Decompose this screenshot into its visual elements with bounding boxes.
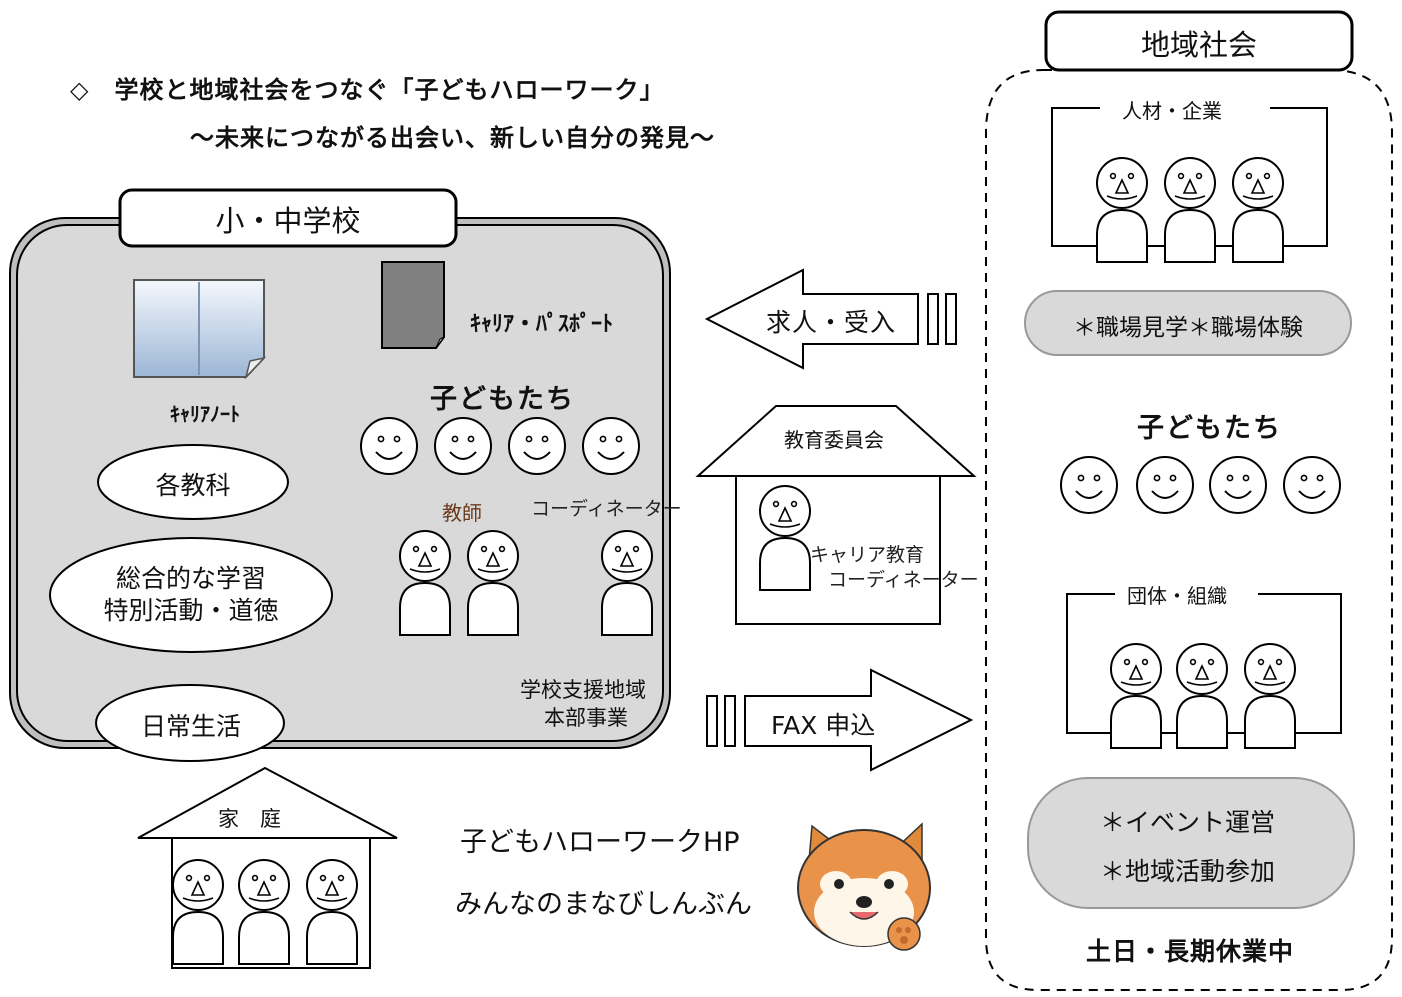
support-line2: 本部事業 — [544, 706, 628, 730]
home-label: 家 庭 — [218, 807, 281, 831]
left-arrow — [704, 268, 957, 370]
coordinator-label: コーディネーター — [531, 498, 682, 520]
school-title-box — [118, 188, 458, 248]
school-children-label: 子どもたち — [430, 384, 575, 415]
talent-figures — [1096, 157, 1284, 263]
event-pill — [1027, 777, 1355, 909]
career-note-label: ｷｬﾘｱﾉｰﾄ — [170, 402, 240, 426]
teacher-label: 教師 — [442, 501, 482, 525]
support-line1: 学校支援地域 — [520, 678, 646, 702]
event-line1: ＊イベント運営 — [1100, 808, 1276, 837]
community-children-label: 子どもたち — [1137, 413, 1282, 444]
dog-mascot-icon — [797, 822, 931, 951]
career-note-icon — [133, 279, 267, 380]
subjects-label: 各教科 — [155, 471, 231, 500]
workplace-pill — [1024, 290, 1352, 356]
school-title: 小・中学校 — [215, 204, 361, 238]
right-arrow-label: FAX 申込 — [771, 711, 876, 740]
special-activities-label: 特別活動・道徳 — [103, 596, 279, 625]
event-line2: ＊地域活動参加 — [1100, 857, 1276, 886]
community-children-faces — [1060, 456, 1341, 514]
subjects-oval — [97, 444, 289, 520]
daily-life-label: 日常生活 — [140, 712, 241, 741]
integrated-study-oval — [49, 537, 333, 653]
community-title: 地域社会 — [1140, 28, 1257, 62]
career-passport-label: ｷｬﾘｱ・ﾊﾟｽﾎﾟｰﾄ — [470, 312, 614, 337]
family-figures — [172, 859, 358, 965]
integrated-study-label: 総合的な学習 — [115, 564, 266, 593]
career-coordinator-line1: キャリア教育 — [810, 544, 925, 566]
left-arrow-label: 求人・受入 — [766, 308, 897, 337]
page-title: ◇ 学校と地域社会をつなぐ「子どもハローワーク」 — [70, 76, 665, 104]
community-footer: 土日・長期休業中 — [1086, 937, 1295, 966]
right-arrow — [706, 668, 974, 772]
board-label: 教育委員会 — [784, 428, 884, 452]
daily-life-oval — [95, 684, 285, 762]
career-coordinator-line2: コーディネーター — [828, 569, 979, 591]
career-passport-icon — [381, 261, 445, 349]
page-subtitle: ～未来につながる出会い、新しい自分の発見～ — [190, 124, 715, 152]
org-figures — [1110, 643, 1296, 749]
community-title-box — [1044, 10, 1354, 72]
hp-link-text: 子どもハローワークHP — [460, 827, 740, 858]
workplace-label: ＊職場見学＊職場体験 — [1073, 315, 1303, 341]
newspaper-link-text: みんなのまなびしんぶん — [455, 889, 752, 920]
community-panel — [985, 69, 1393, 991]
org-group-label: 団体・組織 — [1127, 584, 1227, 608]
talent-group-label: 人材・企業 — [1122, 99, 1222, 123]
